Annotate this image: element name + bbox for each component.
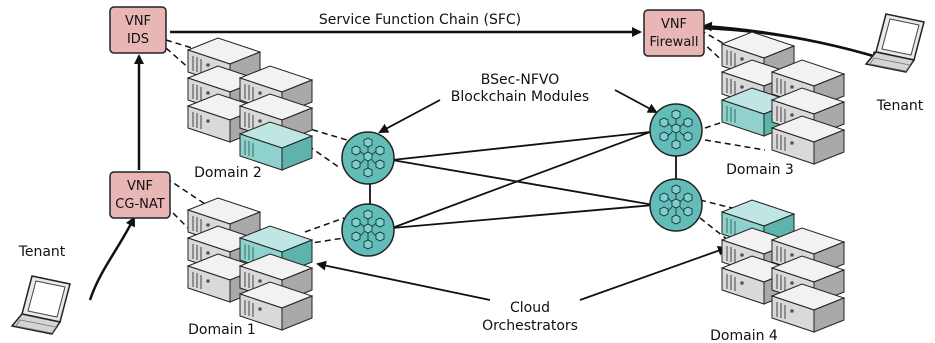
vnf-firewall-line2: Firewall	[649, 35, 698, 50]
vnf-ids-box: VNF IDS	[109, 6, 167, 54]
blockchain-links	[369, 131, 677, 229]
sfc-label: Service Function Chain (SFC)	[319, 12, 521, 28]
domain-3-label: Domain 3	[726, 162, 794, 178]
tenant-right-label: Tenant	[876, 98, 924, 114]
domain-2-servers	[187, 37, 313, 171]
vnf-cgnat-line1: VNF	[127, 179, 153, 194]
tenant-right-laptop-icon	[865, 13, 925, 73]
domain-3-servers	[721, 31, 845, 165]
bsec-label-line1: BSec-NFVO	[481, 72, 559, 88]
blockchain-module-domain-2	[341, 131, 395, 185]
vnf-cgnat-line2: CG-NAT	[115, 197, 164, 212]
vnf-firewall-line1: VNF	[661, 17, 687, 32]
vnf-firewall-box: VNF Firewall	[643, 9, 705, 57]
domain-4-servers	[721, 199, 845, 333]
blockchain-module-domain-1	[341, 203, 395, 257]
bsec-label-line2: Blockchain Modules	[451, 89, 589, 105]
domain-1-servers	[187, 197, 313, 331]
domain-1-label: Domain 1	[188, 322, 256, 338]
domain-2-label: Domain 2	[194, 165, 262, 181]
vnf-ids-line2: IDS	[127, 32, 149, 47]
vnf-ids-line1: VNF	[125, 14, 151, 29]
tenant-left-laptop-icon	[11, 275, 71, 335]
vnf-cgnat-box: VNF CG-NAT	[109, 171, 171, 219]
domain-4-label: Domain 4	[710, 328, 778, 343]
orchestrators-label-line2: Orchestrators	[482, 318, 578, 334]
pointer-arrows	[316, 89, 728, 301]
orchestrators-label-line1: Cloud	[510, 300, 550, 316]
arrows	[88, 21, 882, 301]
blockchain-module-domain-4	[649, 178, 703, 232]
tenant-left-label: Tenant	[18, 244, 66, 260]
blockchain-module-domain-3	[649, 103, 703, 157]
